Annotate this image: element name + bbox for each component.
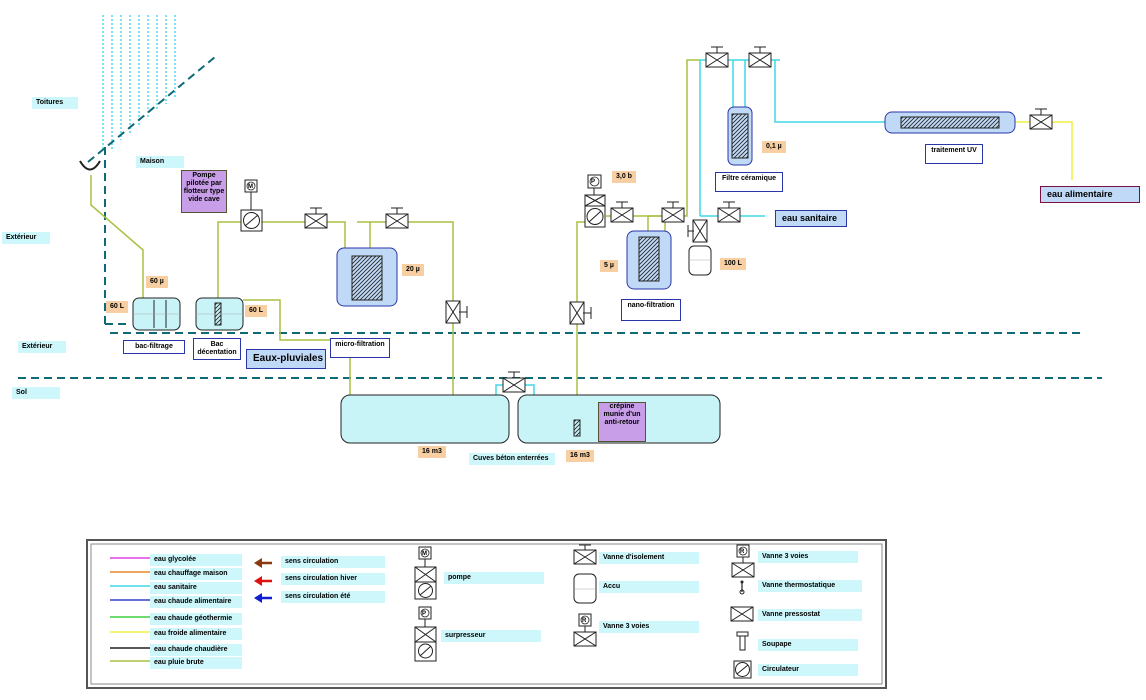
vertical-valve-icon[interactable] [445,300,461,324]
legend-line-label: eau chaude chaudière [150,644,242,656]
legend-booster-label: surpresseur [441,630,541,642]
legend-accu-label: Accu [599,581,699,593]
uv-treatment-label: traitement UV [925,144,983,164]
strainer-icon [573,419,581,437]
float-pump-label: Pompe pilotée par flotteur type vide cav… [181,170,227,213]
ceramic-filter-rating: 0,1 µ [762,141,786,153]
tank-1-volume: 16 m3 [418,446,446,458]
bac-decantation-label: Bac décentation [193,338,241,360]
ceramic-filter-housing [727,106,753,166]
isolation-valve-icon[interactable] [385,213,409,229]
rainwater-label: Eaux-pluviales [246,349,326,369]
legend-thermostatic-valve-label: Vanne thermostatique [758,580,862,592]
sanitary-pipes [495,59,885,396]
legend-line-label: eau chauffage maison [150,568,242,580]
legend-accu-icon [573,573,597,604]
motor-letter: M [248,184,253,190]
legend-arrow-head [254,576,262,586]
legend-motor-letter: M [422,551,427,557]
isolation-valve-icon[interactable] [748,52,772,68]
legend-r-letter: R [582,618,587,624]
legend-line-label: eau pluie brute [150,657,242,669]
legend-arrow-head [254,593,262,603]
legend-pressure-letter: P [422,611,427,617]
pressure-value: 3,0 b [612,171,636,183]
nano-filtration-label: nano-filtration [621,299,681,321]
legend-arrow-label: sens circulation [281,556,385,568]
zone-label-exterior: Extérieur [2,232,50,244]
legend-line-label: eau chaude géothermie [150,613,242,625]
bac-decantation-tank [195,297,244,331]
legend-relief-valve-label: Soupape [758,639,858,651]
legend-three-way-valve-icon [731,544,755,578]
legend-circulator-icon [733,660,752,679]
zone-label-ground: Sol [12,387,60,399]
sanitary-water-output: eau sanitaire [775,210,847,227]
legend-pump-label: pompe [444,572,544,584]
accumulator-volume: 100 L [720,258,746,270]
legend-three-way-valve-label: Vanne 3 voies [599,621,699,633]
booster-pump-icon [584,174,606,228]
legend-circulator-label: Circulateur [758,664,858,676]
micro-filtration-housing [336,247,398,307]
legend-pressostat-valve-label: Vanne pressostat [758,609,862,621]
zone-boundaries [18,56,1102,379]
legend-line-label: eau glycolée [150,554,242,566]
legend-arrow-head [254,558,262,568]
zone-label-roofs: Toitures [32,97,78,109]
legend-isolation-valve-icon [573,549,597,565]
isolation-valve-icon[interactable] [304,213,328,229]
legend-booster-icon [414,606,437,662]
gutter-icon [79,160,101,171]
isolation-valve-icon[interactable] [717,207,741,223]
bac-filtrage-label: bac-filtrage [123,340,185,354]
legend-pump-icon [414,546,437,600]
accumulator-tank [687,219,712,276]
food-water-pipe [1015,121,1073,180]
legend-arrow-label: sens circulation hiver [281,573,385,585]
legend-pressostat-valve-icon [730,606,754,622]
micro-filtration-rating: 20 µ [402,264,424,276]
tank-link-valve-icon[interactable] [502,377,526,393]
legend-relief-valve-icon [736,631,749,651]
isolation-valve-icon[interactable] [1029,114,1053,130]
uv-treatment-unit [884,111,1016,134]
legend-arrow-samples [254,558,272,603]
nano-filtration-rating: 5 µ [600,260,618,272]
bac-filtrage-tank [132,297,181,331]
vertical-valve-icon[interactable] [569,301,585,325]
isolation-valve-icon[interactable] [610,207,634,223]
drinking-water-output: eau alimentaire [1040,186,1140,203]
legend-line-label: eau sanitaire [150,582,242,594]
rain-streaks [102,15,176,150]
legend-line-samples [110,557,150,662]
legend-line-label: eau froide alimentaire [150,628,242,640]
micro-filtration-label: micro-filtration [330,338,390,358]
nano-filtration-housing [626,230,672,290]
legend-thermostatic-valve-icon [739,580,745,595]
bac-decantation-volume: 60 L [245,305,268,317]
strainer-label: crépine munie d'un anti-retour [598,402,646,442]
tanks-label: Cuves béton enterrées [469,453,555,465]
pressure-letter: P [591,179,596,185]
ceramic-filter-label: Filtre céramique [715,172,783,192]
bac-filtrage-volume: 60 L [106,301,129,313]
zone-label-exterior: Extérieur [18,341,66,353]
legend-r-letter: R [740,549,745,555]
legend-isolation-valve-label: Vanne d'isolement [599,552,699,564]
isolation-valve-icon[interactable] [705,52,729,68]
cistern-tank-1 [340,394,510,444]
tank-2-volume: 16 m3 [566,450,594,462]
isolation-valve-icon[interactable] [661,207,685,223]
legend-three-way-valve-icon [573,613,597,647]
pump-icon [240,179,263,232]
legend-line-label: eau chaude alimentaire [150,596,242,608]
legend-three-way-valve-label: Vanne 3 voies [758,551,858,563]
filter-60mu-value: 60 µ [146,276,168,288]
legend-arrow-label: sens circulation été [281,591,385,603]
zone-label-house: Maison [136,156,184,168]
